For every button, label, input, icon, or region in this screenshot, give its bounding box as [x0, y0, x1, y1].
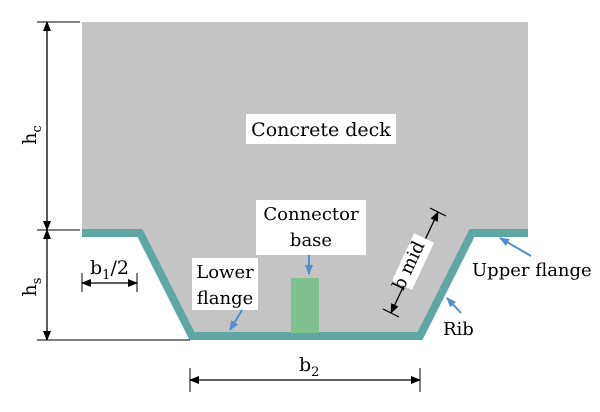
- steel-deck-profile: [82, 229, 528, 340]
- connector-label-bg: [256, 200, 366, 255]
- hs-dimension: hs: [19, 229, 190, 341]
- connector-base: [291, 278, 319, 333]
- hs-label-sub: s: [30, 278, 45, 285]
- hc-dimension: hc: [19, 21, 80, 231]
- lower-flange-label-bg: [192, 258, 258, 310]
- svg-text:b1/2: b1/2: [90, 257, 129, 283]
- b2-dimension: b2: [189, 354, 421, 392]
- b2-label-main: b: [299, 354, 311, 376]
- rib-pointer-arrow: [446, 297, 462, 314]
- upper-flange-label: Upper flange: [472, 260, 592, 281]
- connector-label-line2: base: [290, 230, 332, 251]
- svg-text:b2: b2: [299, 354, 319, 380]
- lower-flange-label-line1: Lower: [196, 262, 254, 283]
- hc-label-sub: c: [30, 125, 45, 132]
- lower-flange-label-line2: flange: [197, 288, 254, 309]
- concrete-deck-label-bg: [246, 114, 396, 144]
- svg-text:hc: hc: [19, 125, 45, 145]
- b1-label-sub: 1: [102, 268, 110, 283]
- b1-label-main: b: [90, 257, 102, 279]
- rib-label: Rib: [443, 319, 474, 340]
- b1-half-dimension: b1/2: [81, 257, 138, 292]
- b1-label-suffix: /2: [110, 257, 129, 279]
- svg-text:hs: hs: [19, 278, 45, 297]
- connector-label-line1: Connector: [263, 204, 359, 225]
- upper-flange-pointer-arrow: [499, 237, 532, 257]
- lower-flange-pointer-arrow: [229, 309, 243, 331]
- hc-label-main: h: [19, 133, 41, 145]
- concrete-deck-label: Concrete deck: [251, 119, 391, 141]
- hs-label-main: h: [19, 284, 41, 296]
- b2-label-sub: 2: [311, 365, 319, 380]
